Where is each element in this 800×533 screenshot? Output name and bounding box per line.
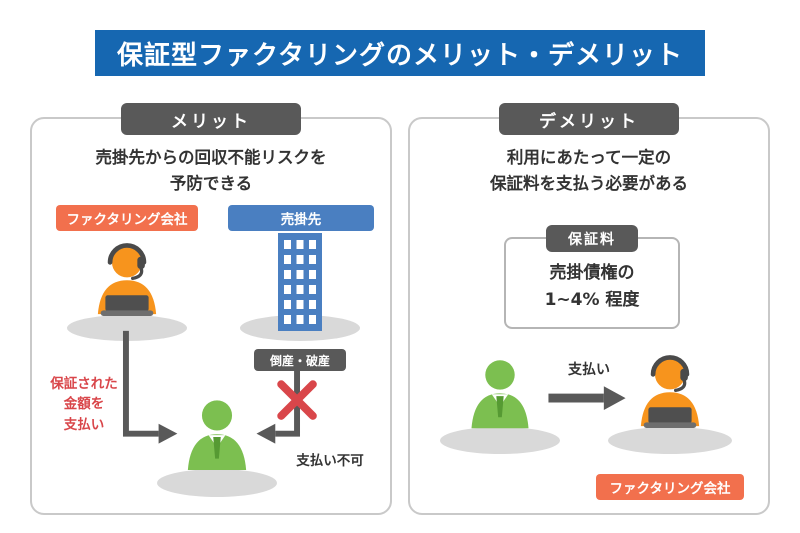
- merit-tab: メリット: [121, 103, 301, 135]
- building-icon: [258, 233, 342, 331]
- merit-description: 売掛先からの回収不能リスクを 予防できる: [95, 148, 327, 193]
- factoring-company-chip: ファクタリング会社: [56, 205, 198, 231]
- payment-arrow: [548, 386, 626, 410]
- green-person-icon: [170, 391, 264, 485]
- factoring-company-chip: ファクタリング会社: [596, 474, 744, 500]
- ellipse-shadow: [157, 469, 277, 497]
- demerit-description: 利用にあたって一定の 保証料を支払う必要がある: [490, 148, 688, 193]
- ellipse-shadow: [440, 427, 560, 454]
- page-title: 保証型ファクタリングのメリット・デメリット: [117, 40, 683, 71]
- payment-label: 支払い: [568, 362, 610, 378]
- merit-panel: メリット 売掛先からの回収不能リスクを 予防できる ファクタリング会社 売掛先: [30, 103, 392, 515]
- fee-box: 保証料 売掛債権の 1~4% 程度: [504, 225, 680, 329]
- bankruptcy-chip: 倒産・破産: [254, 349, 346, 371]
- demerit-panel: デメリット 利用にあたって一定の 保証料を支払う必要がある 保証料 売掛債権の …: [408, 103, 770, 515]
- customer-chip: 売掛先: [228, 205, 374, 231]
- demerit-tab: デメリット: [499, 103, 679, 135]
- guaranteed-payment-text: 保証された 金額を 支払い: [50, 376, 118, 433]
- payment-impossible-text: 支払い不可: [296, 453, 364, 469]
- ellipse-shadow: [608, 427, 732, 454]
- fee-value: 売掛債権の 1~4% 程度: [544, 262, 640, 310]
- operator-icon: [80, 237, 174, 331]
- title-banner: 保証型ファクタリングのメリット・デメリット: [95, 30, 705, 76]
- operator-icon: [623, 349, 717, 443]
- fee-tab: 保証料: [546, 225, 638, 252]
- green-person-icon: [454, 351, 546, 443]
- x-icon: [277, 380, 317, 420]
